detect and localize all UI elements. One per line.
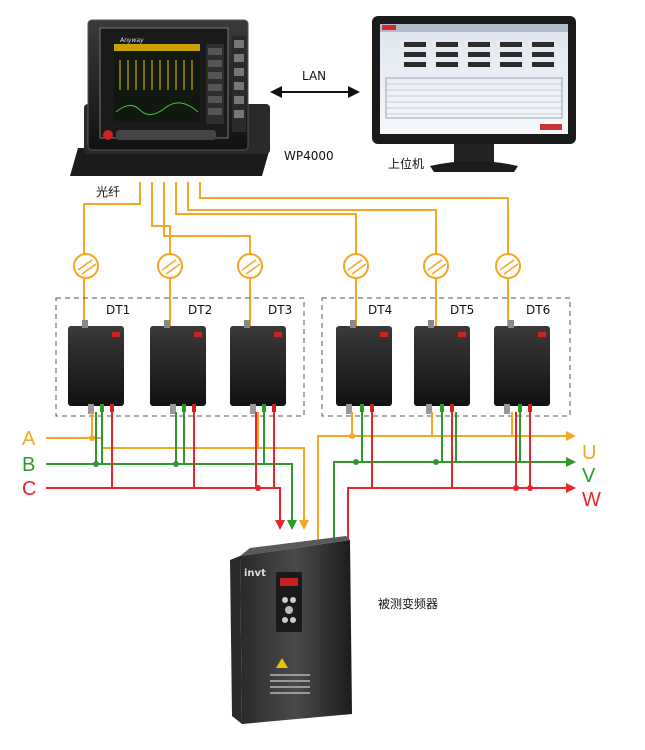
vfd-brand: invt xyxy=(244,568,266,579)
sensor-group-input-frame xyxy=(55,297,305,417)
phase-u-label: U xyxy=(582,442,596,464)
fiber-label: 光纤 xyxy=(96,185,120,199)
sensor-label-dt2: DT2 xyxy=(188,303,212,317)
vfd-label: 被测变频器 xyxy=(378,596,438,611)
sensor-label-dt6: DT6 xyxy=(526,303,550,317)
vfd-keypad xyxy=(276,572,302,632)
phase-b-label: B xyxy=(22,454,35,476)
phase-u-wiring xyxy=(317,412,576,540)
sensor-dt5 xyxy=(414,320,470,414)
sensor-label-dt1: DT1 xyxy=(106,303,130,317)
phase-b-wiring xyxy=(46,412,297,530)
sensor-dt3 xyxy=(230,320,286,414)
fiber-coil-icon-dt3 xyxy=(237,253,263,279)
sensor-dt2 xyxy=(150,320,206,414)
vfd-device: invt xyxy=(230,536,352,724)
computer-label: 上位机 xyxy=(388,156,424,171)
fiber-coil-icon-dt1 xyxy=(73,253,99,279)
host-computer-monitor xyxy=(372,16,576,172)
fiber-coil-icon-dt4 xyxy=(343,253,369,279)
fiber-coil-icons xyxy=(73,253,521,279)
phase-v-wiring xyxy=(333,412,576,540)
phase-a-label: A xyxy=(22,428,36,450)
sensor-label-dt5: DT5 xyxy=(450,303,474,317)
fiber-cables xyxy=(83,182,509,330)
fiber-coil-icon-dt6 xyxy=(495,253,521,279)
analyzer-screen xyxy=(114,52,200,122)
lan-label: LAN xyxy=(302,69,326,83)
phase-w-label: W xyxy=(582,489,601,511)
phase-c-wiring xyxy=(46,412,285,530)
sensor-dt1 xyxy=(68,320,124,414)
fiber-coil-icon-dt2 xyxy=(157,253,183,279)
sensor-dt4 xyxy=(336,320,392,414)
phase-v-label: V xyxy=(582,465,596,487)
analyzer-brand: Anyway xyxy=(119,37,144,44)
fiber-coil-icon-dt5 xyxy=(423,253,449,279)
phase-w-wiring xyxy=(347,412,576,540)
sensor-dt6 xyxy=(494,320,550,414)
sensor-label-dt3: DT3 xyxy=(268,303,292,317)
sensor-group-output-frame xyxy=(321,297,571,417)
analyzer-label: WP4000 xyxy=(284,149,334,163)
power-analyzer-device: Anyway xyxy=(70,19,270,176)
sensor-label-dt4: DT4 xyxy=(368,303,392,317)
phase-c-label: C xyxy=(22,478,36,500)
